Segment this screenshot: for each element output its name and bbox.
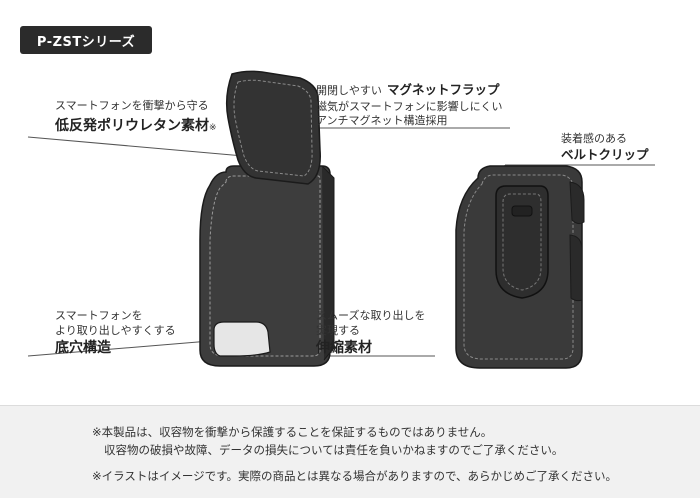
footer-note1: ※本製品は、収容物を衝撃から保護することを保証するものではありません。 [92, 425, 493, 439]
clip-line2: ベルトクリップ [561, 146, 649, 162]
pouch-front [199, 70, 335, 367]
material-mark: ※ [209, 122, 217, 133]
stretch-line1: スムーズな取り出しを [316, 309, 426, 322]
callout-stretch: スムーズな取り出しを 実現する 伸縮素材 [316, 309, 425, 358]
bottom-hole [213, 321, 271, 357]
bottom-line3: 底穴構造 [55, 339, 111, 356]
flap-line3: アンチマグネット構造採用 [316, 114, 448, 128]
belt-clip [495, 185, 549, 299]
clip-line1: 装着感のある [561, 132, 627, 145]
bottom-line1: スマートフォンを [55, 309, 143, 322]
callout-bottom: スマートフォンを より取り出しやすくする 底穴構造 [55, 309, 176, 358]
pouch-back [455, 165, 585, 369]
footer-note2: 収容物の破損や故障、データの損失については責任を負いかねますのでご了承ください。 [104, 443, 564, 457]
material-line2: 低反発ポリウレタン素材 [55, 117, 209, 134]
flap-line1: 開閉しやすい [316, 84, 382, 97]
footer-note3: ※イラストはイメージです。実際の商品とは異なる場合がありますので、あらかじめご了… [92, 469, 618, 483]
stretch-line3: 伸縮素材 [316, 339, 372, 356]
leader-line-bottom [27, 339, 223, 357]
magnet-flap [225, 70, 321, 185]
product-illustration [27, 70, 655, 369]
callout-flap: 開閉しやすい マグネットフラップ 磁気がスマートフォンに影響しにくい アンチマグ… [316, 78, 502, 129]
flap-line2: 磁気がスマートフォンに影響しにくい [316, 99, 503, 113]
leader-line-material [27, 136, 256, 158]
stretch-line2: 実現する [316, 323, 360, 337]
callout-clip: 装着感のある ベルトクリップ [561, 132, 649, 164]
callout-material: スマートフォンを衝撃から守る 低反発ポリウレタン素材※ [55, 99, 217, 136]
flap-line1-bold: マグネットフラップ [386, 82, 500, 97]
footer-notes: ※本製品は、収容物を衝撃から保護することを保証するものではありません。 収容物の… [0, 405, 700, 498]
material-line1: スマートフォンを衝撃から守る [55, 99, 209, 112]
bottom-line2: より取り出しやすくする [55, 323, 176, 337]
series-badge: P-ZSTシリーズ [20, 26, 152, 54]
